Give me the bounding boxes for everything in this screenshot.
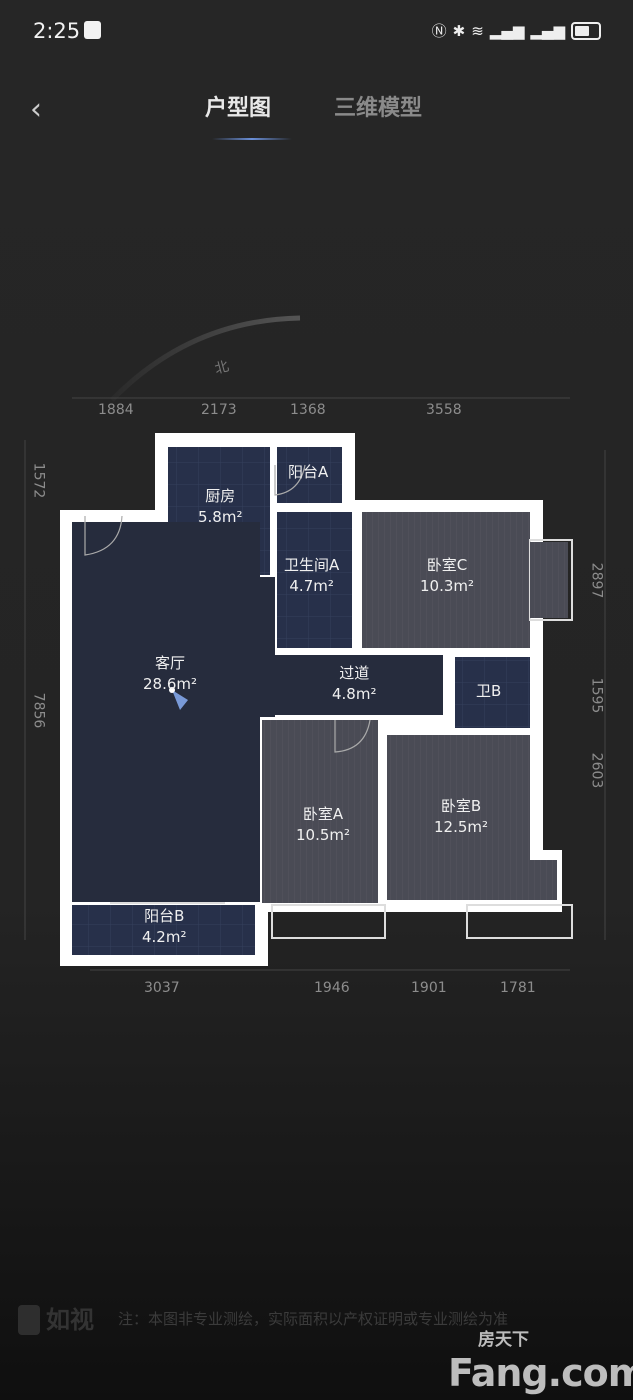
- dim-top-1: 1884: [98, 402, 134, 418]
- watermark-fang: Fang.com: [448, 1351, 633, 1395]
- dim-bottom-1: 3037: [144, 980, 180, 996]
- room-name: 卧室C: [426, 556, 468, 574]
- dim-top-2: 2173: [201, 402, 237, 418]
- rushi-brand: 如视: [46, 1306, 94, 1334]
- room-label-bedroom-a[interactable]: 卧室A 10.5m²: [296, 804, 350, 846]
- wifi-icon: ≋: [471, 21, 484, 40]
- dim-bottom-4: 1781: [500, 980, 536, 996]
- room-name: 卫生间A: [284, 556, 340, 574]
- room-label-bedroom-b[interactable]: 卧室B 12.5m²: [434, 796, 488, 838]
- notification-bag-icon: [84, 21, 101, 39]
- active-tab-indicator: [212, 138, 292, 140]
- status-time: 2:25: [33, 19, 81, 43]
- dim-right-1: 2897: [588, 562, 605, 599]
- dim-left-2: 7856: [30, 692, 47, 729]
- room-name: 过道: [339, 664, 370, 682]
- nfc-icon: Ⓝ: [431, 22, 447, 40]
- room-balcony-a: [277, 447, 342, 503]
- room-area: 12.5m²: [434, 818, 489, 836]
- room-name: 卫B: [476, 682, 502, 700]
- room-living-extension: [160, 577, 275, 717]
- room-label-corridor[interactable]: 过道 4.8m²: [332, 663, 376, 705]
- dim-bottom-3: 1901: [411, 980, 447, 996]
- dim-left-1: 1572: [30, 462, 47, 499]
- room-bedroom-b-extension: [387, 860, 557, 900]
- room-corridor: [260, 655, 443, 715]
- camera-position-dot: [169, 687, 175, 693]
- room-area: 5.8m²: [198, 508, 243, 526]
- compass-arc: [110, 315, 301, 402]
- watermark-cn: 房天下: [478, 1330, 529, 1350]
- battery-icon: [571, 21, 601, 40]
- room-bathroom-b: [455, 657, 530, 728]
- room-area: 4.2m²: [142, 928, 187, 946]
- dimension-lines: [24, 397, 606, 971]
- room-area: 10.5m²: [296, 826, 351, 844]
- room-area: 4.8m²: [332, 685, 377, 703]
- disclaimer-note: 注：本图非专业测绘，实际面积以产权证明或专业测绘为准: [118, 1310, 509, 1328]
- room-label-bathroom-a[interactable]: 卫生间A 4.7m²: [284, 555, 339, 597]
- room-name: 阳台B: [144, 907, 185, 925]
- dim-bottom-2: 1946: [314, 980, 350, 996]
- back-button[interactable]: ‹: [30, 92, 42, 127]
- tab-floor-plan[interactable]: 户型图: [205, 96, 272, 121]
- room-label-bathroom-b[interactable]: 卫B: [476, 681, 501, 702]
- room-label-bedroom-c[interactable]: 卧室C 10.3m²: [420, 555, 474, 597]
- room-area: 10.3m²: [420, 577, 475, 595]
- dim-right-3: 2603: [588, 752, 605, 789]
- room-label-balcony-b[interactable]: 阳台B 4.2m²: [142, 906, 186, 948]
- camera-view-icon: [172, 690, 188, 710]
- signal-5g-icon: ▂▄▆: [530, 21, 565, 40]
- room-bathroom-a: [277, 512, 352, 648]
- room-name: 阳台A: [288, 463, 329, 481]
- room-balcony-b: [72, 905, 255, 955]
- status-bar: 2:25 Ⓝ ✱ ≋ ▂▄▆ ▂▄▆: [0, 18, 633, 46]
- room-bedroom-a: [262, 720, 378, 903]
- bluetooth-icon: ✱: [452, 21, 466, 40]
- floor-plan[interactable]: [0, 0, 633, 1000]
- doors: [84, 464, 371, 753]
- room-label-balcony-a[interactable]: 阳台A: [288, 462, 328, 483]
- dim-top-3: 1368: [290, 402, 326, 418]
- room-label-living[interactable]: 客厅 28.6m²: [143, 653, 197, 695]
- status-icons: Ⓝ ✱ ≋ ▂▄▆ ▂▄▆: [432, 20, 601, 41]
- dim-top-4: 3558: [426, 402, 462, 418]
- dim-right-2: 1595: [588, 677, 605, 714]
- bedroom-c-bay: [530, 542, 568, 618]
- room-name: 厨房: [205, 487, 236, 505]
- room-name: 卧室A: [302, 805, 344, 823]
- room-name: 客厅: [155, 654, 186, 672]
- signal-4g-icon: ▂▄▆: [489, 21, 525, 40]
- room-bedroom-c: [362, 512, 530, 648]
- room-label-kitchen[interactable]: 厨房 5.8m²: [198, 486, 242, 528]
- room-name: 卧室B: [440, 797, 482, 815]
- room-living-entry: [72, 522, 162, 577]
- tab-3d-model[interactable]: 三维模型: [334, 96, 423, 121]
- room-area: 28.6m²: [143, 675, 198, 693]
- rushi-logo-icon: [18, 1305, 40, 1335]
- room-area: 4.7m²: [289, 577, 334, 595]
